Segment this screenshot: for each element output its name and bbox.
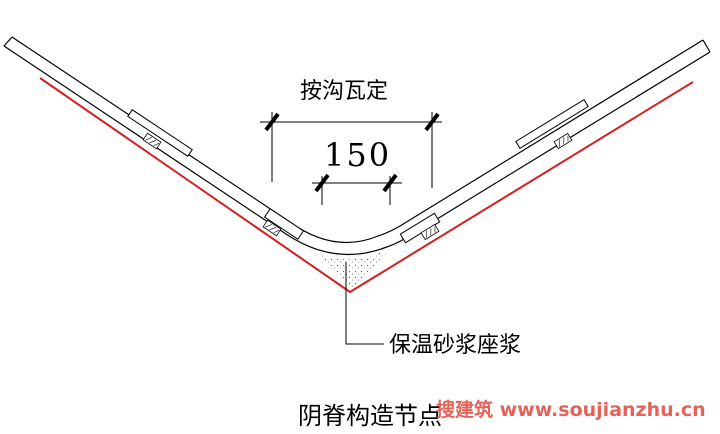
valley-tile-inner bbox=[3, 45, 711, 256]
valley-tile-outer bbox=[11, 36, 704, 243]
hatch-block-left-lower bbox=[262, 219, 282, 237]
top-note-label: 按沟瓦定 bbox=[300, 79, 388, 104]
mortar-leader bbox=[345, 262, 384, 345]
watermark: 搜建筑 www.soujianzhu.cn bbox=[436, 398, 706, 421]
dimension-value-label: 150 bbox=[324, 136, 391, 174]
dimension-150 bbox=[312, 173, 402, 205]
hatch-block-left-upper bbox=[142, 132, 162, 150]
hatch-block-right-upper bbox=[553, 132, 573, 150]
tile-end-left bbox=[3, 36, 13, 47]
tile-end-right bbox=[702, 39, 711, 53]
mortar-bed bbox=[308, 246, 392, 290]
mortar-label: 保温砂浆座浆 bbox=[389, 333, 521, 358]
batten-left-upper bbox=[127, 109, 193, 157]
drawing-title: 阴脊构造节点 bbox=[298, 402, 442, 430]
hatch-block-right-lower bbox=[420, 223, 440, 241]
batten-right-upper bbox=[515, 99, 589, 149]
dimension-top bbox=[260, 112, 442, 188]
batten-left-lower bbox=[263, 208, 305, 240]
substrate-red-line bbox=[39, 77, 694, 294]
